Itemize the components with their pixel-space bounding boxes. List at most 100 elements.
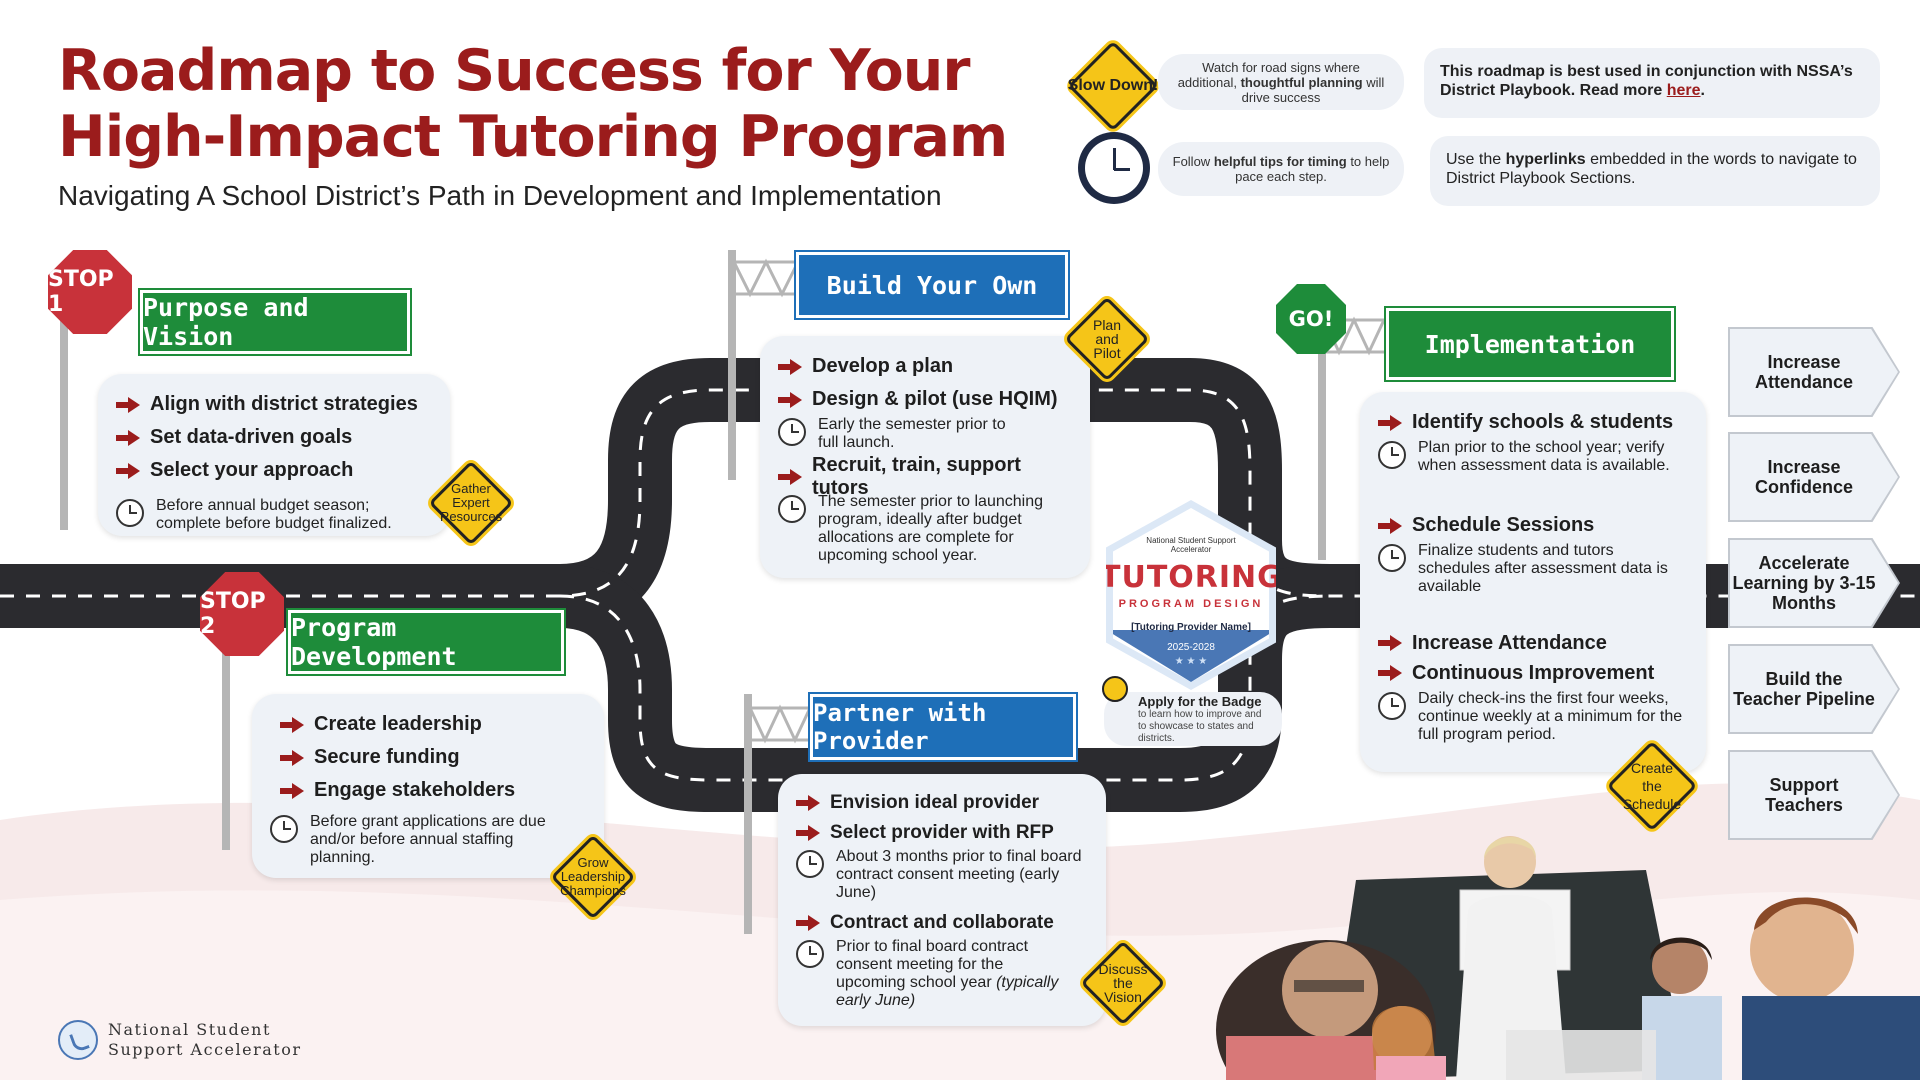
nssa-logo-icon [58, 1020, 98, 1060]
timing-tip: Daily check-ins the first four weeks, co… [1418, 690, 1683, 743]
page-subtitle: Navigating A School District’s Path in D… [58, 180, 942, 211]
badge-title: TUTORING [1100, 560, 1283, 595]
clock-icon [778, 495, 806, 523]
arrow-icon [778, 358, 804, 375]
discuss-vision-sign: Discuss the Vision [1080, 940, 1166, 1026]
stop2-pole [222, 640, 230, 850]
apply-badge-note[interactable]: Apply for the Badge to learn how to impr… [1104, 692, 1282, 746]
partner-pole [744, 694, 752, 934]
plan-pilot-sign: Plan and Pilot [1064, 296, 1150, 382]
stop1-pole [60, 300, 68, 530]
stop2-octagon: STOP 2 [200, 572, 284, 656]
list-item[interactable]: Engage stakeholders [270, 774, 586, 807]
list-item[interactable]: Identify schools & students [1378, 406, 1688, 439]
clock-icon [1378, 441, 1406, 469]
outcome-chevron: Support Teachers [1728, 750, 1900, 840]
list-item[interactable]: Increase Attendance [1378, 628, 1688, 658]
badge-provider: [Tutoring Provider Name] [1131, 622, 1251, 633]
lightbulb-icon [1102, 676, 1128, 702]
title-line-1: Roadmap to Success for Your [58, 38, 970, 104]
list-item[interactable]: Continuous Improvement [1378, 658, 1688, 688]
list-item[interactable]: Contract and collaborate [796, 908, 1088, 938]
timing-tip: Before annual budget season; complete be… [156, 497, 392, 532]
gather-resources-sign: Gather Expert Resources [428, 460, 514, 546]
go-pole [1318, 330, 1326, 560]
arrow-icon [280, 749, 306, 766]
arrow-icon [1378, 665, 1404, 681]
list-item[interactable]: Select your approach [116, 454, 432, 487]
hyperlinks-note: Use the hyperlinks embedded in the words… [1430, 136, 1880, 206]
timing-tip: Prior to final board contract consent me… [836, 938, 1059, 1009]
build-gantry [734, 258, 798, 298]
stop2-card: Create leadership Secure funding Engage … [252, 694, 604, 878]
list-item[interactable]: Select provider with RFP [796, 818, 1088, 848]
timing-tip: The semester prior to launching program,… [818, 493, 1043, 564]
playbook-link[interactable]: here [1666, 82, 1701, 99]
arrow-icon [1378, 414, 1404, 431]
timing-tip: Before grant applications are due and/or… [310, 813, 546, 866]
timing-tip: About 3 months prior to final board cont… [836, 848, 1082, 901]
arrow-icon [116, 462, 142, 479]
partner-card: Envision ideal provider Select provider … [778, 774, 1106, 1026]
create-schedule-sign: Create the Schedule [1604, 738, 1700, 834]
timing-tip: Finalize students and tutors schedules a… [1418, 542, 1668, 595]
arrow-icon [280, 782, 306, 799]
arrow-icon [116, 429, 142, 446]
outcome-chevron: Build the Teacher Pipeline [1728, 644, 1900, 734]
timing-tip: Early the semester prior to full launch. [818, 416, 1006, 451]
outcome-chevron: Increase Confidence [1728, 432, 1900, 522]
list-item[interactable]: Set data-driven goals [116, 421, 432, 454]
logo-line-1: National Student [108, 1020, 271, 1039]
list-item[interactable]: Recruit, train, support tutors [778, 454, 1072, 499]
slow-down-sign: Slow Down! [1065, 38, 1161, 134]
go-octagon: GO! [1276, 284, 1346, 354]
badge-stars: ★ ★ ★ [1174, 656, 1208, 667]
list-item[interactable]: Develop a plan [778, 350, 1072, 383]
list-item[interactable]: Design & pilot (use HQIM) [778, 383, 1072, 416]
page-title: Roadmap to Success for Your High-Impact … [58, 38, 1038, 170]
badge-years: 2025-2028 [1167, 642, 1215, 653]
clock-legend-icon [1078, 132, 1150, 204]
arrow-icon [778, 391, 804, 408]
title-line-2: High-Impact Tutoring Program [58, 104, 1008, 170]
arrow-icon [116, 396, 142, 413]
logo-line-2: Support Accelerator [108, 1040, 302, 1059]
slow-down-text: Slow Down! [1067, 77, 1159, 94]
build-pole [728, 250, 736, 480]
implementation-sign[interactable]: Implementation [1384, 306, 1676, 382]
list-item[interactable]: Secure funding [270, 741, 586, 774]
outcome-chevron: Accelerate Learning by 3-15 Months [1728, 538, 1900, 628]
partner-provider-sign[interactable]: Partner with Provider [808, 692, 1078, 762]
clock-icon [1378, 544, 1406, 572]
purpose-vision-sign[interactable]: Purpose and Vision [138, 288, 412, 356]
clock-icon [1378, 692, 1406, 720]
partner-gantry [750, 704, 810, 744]
playbook-note: This roadmap is best used in conjunction… [1424, 48, 1880, 118]
tutoring-badge[interactable]: National Student Support Accelerator TUT… [1106, 500, 1276, 690]
grow-champions-sign: Grow Leadership Champions [550, 834, 636, 920]
arrow-icon [796, 915, 822, 931]
timing-tip: Plan prior to the school year; verify wh… [1418, 439, 1670, 474]
build-your-own-sign[interactable]: Build Your Own [794, 250, 1070, 320]
clock-icon [116, 499, 144, 527]
stop1-octagon: STOP 1 [48, 250, 132, 334]
badge-sub: PROGRAM DESIGN [1118, 598, 1264, 610]
arrow-icon [778, 468, 804, 485]
list-item[interactable]: Align with district strategies [116, 388, 432, 421]
legend-timing-text: Follow helpful tips for timing to help p… [1158, 142, 1404, 196]
arrow-icon [1378, 517, 1404, 534]
clock-icon [778, 418, 806, 446]
list-item[interactable]: Schedule Sessions [1378, 509, 1688, 542]
clock-icon [796, 850, 824, 878]
clock-icon [270, 815, 298, 843]
clock-icon [796, 940, 824, 968]
program-development-sign[interactable]: Program Development [286, 608, 566, 676]
outcome-chevron: Increase Attendance [1728, 327, 1900, 417]
list-item[interactable]: Create leadership [270, 708, 586, 741]
arrow-icon [280, 716, 306, 733]
list-item[interactable]: Envision ideal provider [796, 788, 1088, 818]
nssa-logo[interactable]: National Student Support Accelerator [58, 1020, 301, 1060]
stop1-card: Align with district strategies Set data-… [98, 374, 450, 536]
arrow-icon [796, 825, 822, 841]
badge-org: National Student Support Accelerator [1146, 536, 1236, 554]
